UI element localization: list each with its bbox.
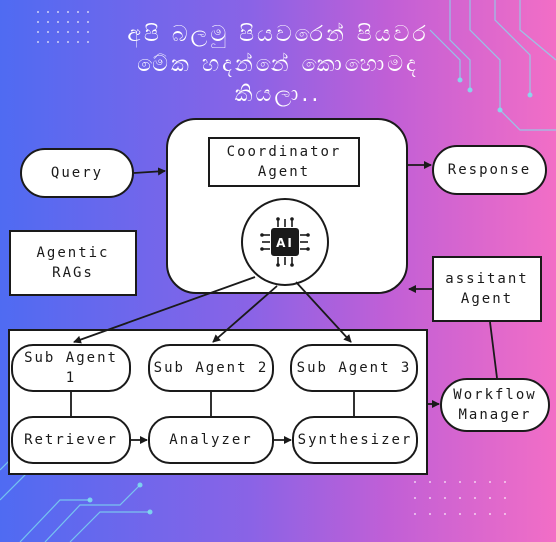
agentic-label-line-1: Agentic: [36, 245, 110, 261]
link-assistant-workflow: [489, 321, 498, 379]
coordinator-agent-box: Coordinator Agent: [208, 137, 360, 187]
sub-agent-1-node: Sub Agent 1: [11, 344, 131, 392]
assistant-agent-box: assitant Agent: [432, 256, 542, 322]
ai-chip-icon: AI: [260, 217, 310, 267]
agentic-label-line-2: RAGs: [52, 265, 94, 281]
title-line-1: අපි බලමු පියවරෙන් පියවර: [127, 22, 429, 47]
sub-agent-2-label: Sub Agent 2: [153, 360, 269, 376]
synthesizer-label: Synthesizer: [297, 432, 413, 448]
workflow-label-line-2: Manager: [458, 407, 532, 423]
query-label: Query: [50, 165, 104, 181]
workflow-manager-node: Workflow Manager: [440, 378, 550, 432]
assistant-label-line-1: assitant: [445, 271, 529, 287]
coordinator-label-line-1: Coordinator: [226, 144, 342, 160]
ai-chip-label: AI: [276, 236, 294, 250]
arrow-ai-to-sub-agent-1: [73, 276, 256, 344]
response-label: Response: [447, 162, 532, 178]
synthesizer-node: Synthesizer: [292, 416, 418, 464]
sub-agent-2-node: Sub Agent 2: [148, 344, 274, 392]
arrow-ai-to-sub-agent-2: [212, 285, 278, 343]
workflow-label-line-1: Workflow: [453, 387, 537, 403]
sub-agent-1-label-line-1: Sub Agent: [24, 350, 118, 366]
query-node: Query: [20, 148, 134, 198]
arrow-query-to-coordinator: [133, 167, 166, 176]
coordinator-label-line-2: Agent: [257, 164, 311, 180]
sub-agent-3-node: Sub Agent 3: [290, 344, 418, 392]
analyzer-node: Analyzer: [148, 416, 274, 464]
analyzer-label: Analyzer: [169, 432, 253, 448]
agentic-rags-box: Agentic RAGs: [9, 230, 137, 296]
sub-agent-3-label: Sub Agent 3: [296, 360, 412, 376]
title-line-3: කියලා..: [234, 82, 322, 107]
ai-circle: AI: [241, 198, 329, 286]
retriever-label: Retriever: [24, 432, 118, 448]
sub-agent-1-label-line-2: 1: [65, 370, 77, 386]
page-title: අපි බලමු පියවරෙන් පියවර මේක හදන්නේ කොහොම…: [60, 20, 496, 110]
assistant-label-line-2: Agent: [460, 291, 514, 307]
response-node: Response: [432, 145, 547, 195]
retriever-node: Retriever: [11, 416, 131, 464]
title-line-2: මේක හදන්නේ කොහොමද: [137, 52, 419, 77]
arrow-ai-to-sub-agent-3: [295, 281, 352, 343]
